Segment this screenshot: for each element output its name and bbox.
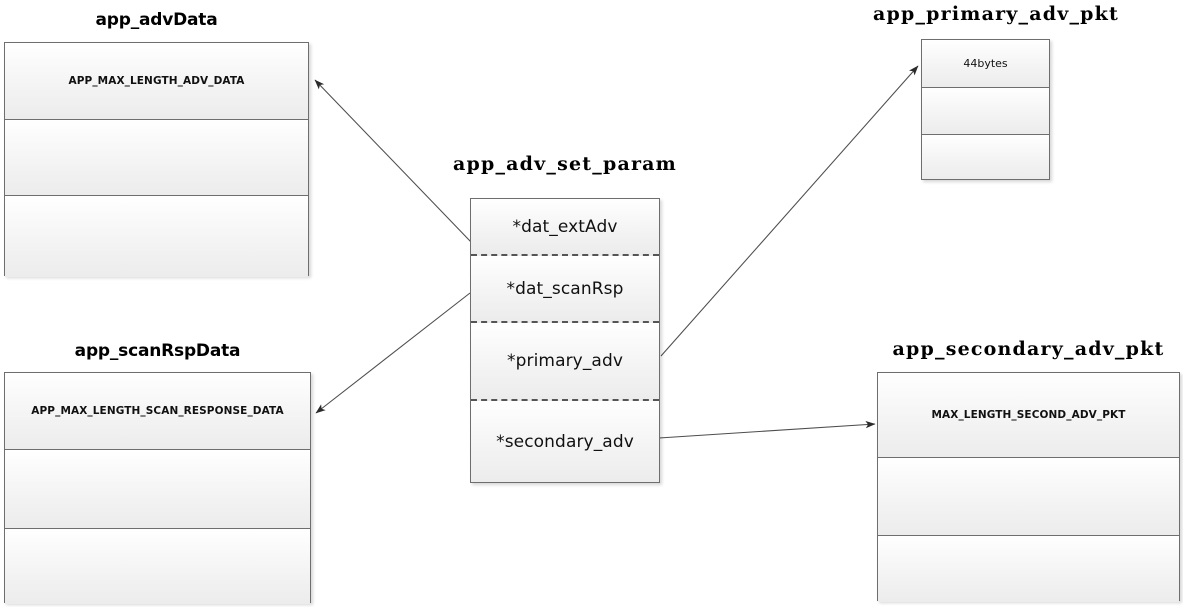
- struct-row-label: *dat_extAdv: [512, 216, 618, 237]
- struct-row-label: APP_MAX_LENGTH_ADV_DATA: [68, 75, 245, 87]
- struct-app-secondary-adv-pkt: MAX_LENGTH_SECOND_ADV_PKT: [877, 372, 1180, 602]
- struct-row-label: *secondary_adv: [496, 431, 634, 452]
- arrow-primary-adv-to-primary-adv-pkt: [659, 64, 920, 358]
- struct-app-primary-adv-pkt: 44bytes: [921, 39, 1050, 180]
- struct-row: MAX_LENGTH_SECOND_ADV_PKT: [878, 373, 1179, 457]
- struct-app-adv-set-param: *dat_extAdv *dat_scanRsp *primary_adv *s…: [470, 198, 660, 483]
- arrow-secondary-adv-to-secondary-adv-pkt: [658, 420, 876, 440]
- struct-row-label: APP_MAX_LENGTH_SCAN_RESPONSE_DATA: [31, 405, 284, 417]
- struct-row: APP_MAX_LENGTH_ADV_DATA: [5, 43, 308, 119]
- arrow-dat-scanrsp-to-scan-rsp-data: [314, 291, 472, 415]
- struct-row: [5, 528, 310, 604]
- struct-row: [922, 87, 1049, 134]
- struct-row: 44bytes: [922, 40, 1049, 87]
- title-app-scan-rsp-data: app_scanRspData: [74, 341, 241, 361]
- struct-row: *secondary_adv: [471, 399, 659, 482]
- struct-row-label: *dat_scanRsp: [506, 278, 624, 299]
- struct-row: [878, 535, 1179, 602]
- struct-row: APP_MAX_LENGTH_SCAN_RESPONSE_DATA: [5, 373, 310, 449]
- title-app-adv-data: app_advData: [95, 10, 218, 30]
- struct-row-label: MAX_LENGTH_SECOND_ADV_PKT: [931, 409, 1126, 421]
- struct-row: [5, 449, 310, 528]
- struct-row: *dat_scanRsp: [471, 254, 659, 321]
- title-app-adv-set-param: app_adv_set_param: [452, 153, 677, 175]
- struct-row: *dat_extAdv: [471, 199, 659, 254]
- struct-row: *primary_adv: [471, 321, 659, 399]
- title-app-secondary-adv-pkt: app_secondary_adv_pkt: [892, 338, 1165, 360]
- struct-row-label: *primary_adv: [507, 351, 623, 371]
- struct-row: [5, 195, 308, 277]
- struct-app-scan-rsp-data: APP_MAX_LENGTH_SCAN_RESPONSE_DATA: [4, 372, 311, 604]
- struct-row: [922, 134, 1049, 179]
- struct-row: [5, 119, 308, 195]
- title-app-primary-adv-pkt: app_primary_adv_pkt: [872, 3, 1120, 25]
- struct-row: [878, 457, 1179, 535]
- struct-row-label: 44bytes: [963, 57, 1008, 70]
- struct-app-adv-data: APP_MAX_LENGTH_ADV_DATA: [4, 42, 309, 277]
